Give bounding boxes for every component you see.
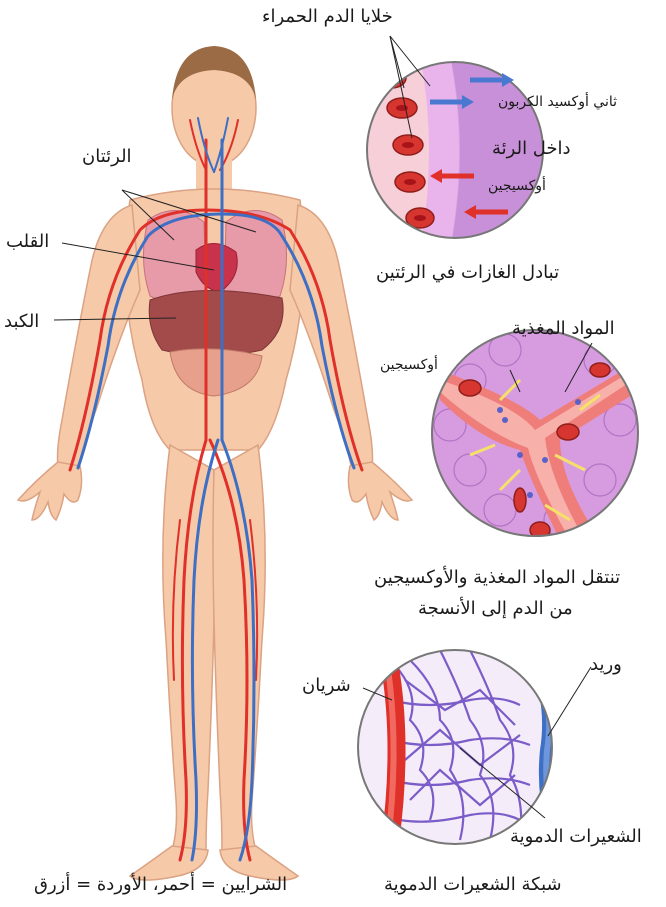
label-oxygen-tissue: أوكسيجين [380, 357, 438, 374]
label-nutrients: المواد المغذية [512, 318, 615, 340]
label-transfer-line2: من الدم إلى الأنسجة [418, 598, 573, 620]
label-inside-lung: داخل الرئة [492, 138, 571, 160]
label-capillary-network: شبكة الشعيرات الدموية [384, 874, 562, 896]
label-transfer-line1: تنتقل المواد المغذية والأوكسيجين [374, 567, 620, 589]
label-red-blood-cells: خلايا الدم الحمراء [262, 6, 393, 28]
label-liver: الكبد [4, 311, 39, 333]
label-vein: وريد [590, 654, 622, 676]
capillary-network-inset [358, 650, 591, 850]
label-lungs: الرئتان [82, 146, 132, 168]
label-gas-exchange: تبادل الغازات في الرئتين [376, 262, 559, 284]
liver [149, 290, 283, 356]
label-heart: القلب [6, 231, 49, 253]
label-artery: شريان [302, 675, 351, 697]
tissue-transfer-inset [432, 330, 640, 540]
legend-text: الشرايين = أحمر، الأوردة = أزرق [34, 874, 287, 896]
label-carbon-dioxide: ثاني أوكسيد الكربون [498, 94, 617, 111]
label-oxygen-lung: أوكسيجين [488, 178, 546, 195]
label-capillaries: الشعيرات الدموية [510, 826, 642, 848]
